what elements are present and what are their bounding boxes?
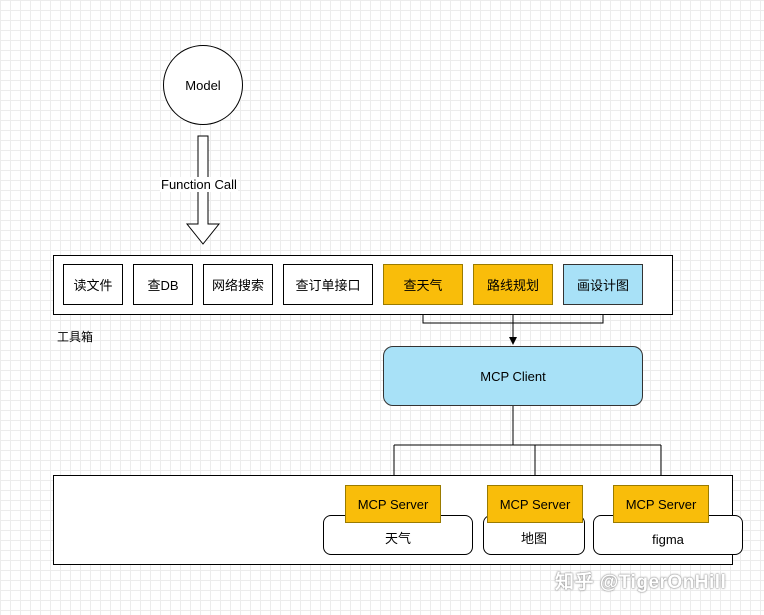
model-node: Model [163, 45, 243, 125]
mcp-server-map: MCP Server [487, 485, 583, 523]
tool-web-search: 网络搜索 [203, 264, 273, 305]
function-call-label: Function Call [160, 177, 238, 192]
tool-route-planning: 路线规划 [473, 264, 553, 305]
model-label: Model [185, 77, 221, 93]
tool-order-api: 查订单接口 [283, 264, 373, 305]
mcp-client-node: MCP Client [383, 346, 643, 406]
mcp-server-weather: MCP Server [345, 485, 441, 523]
client-to-servers-connector [390, 406, 665, 485]
toolbox-label: 工具箱 [57, 330, 94, 344]
service-label: figma [652, 532, 684, 547]
tool-label: 路线规划 [486, 278, 539, 293]
tool-label: 查订单接口 [295, 278, 361, 293]
tool-label: 网络搜索 [211, 278, 264, 293]
tool-label: 查天气 [403, 278, 443, 293]
tool-read-file: 读文件 [63, 264, 123, 305]
mcp-client-label: MCP Client [480, 368, 546, 384]
tool-label: 画设计图 [576, 278, 629, 293]
service-label: 天气 [384, 531, 411, 546]
tool-label: 查DB [147, 278, 179, 293]
service-label: 地图 [520, 531, 547, 546]
mcp-server-label: MCP Server [625, 496, 697, 512]
tool-design-drawing: 画设计图 [563, 264, 643, 305]
tool-query-db: 查DB [133, 264, 193, 305]
mcp-server-label: MCP Server [357, 496, 429, 512]
watermark: 知乎 @TigerOnHill [555, 572, 727, 593]
mcp-server-figma: MCP Server [613, 485, 709, 523]
tool-weather: 查天气 [383, 264, 463, 305]
tool-label: 读文件 [73, 278, 113, 293]
mcp-server-label: MCP Server [499, 496, 571, 512]
